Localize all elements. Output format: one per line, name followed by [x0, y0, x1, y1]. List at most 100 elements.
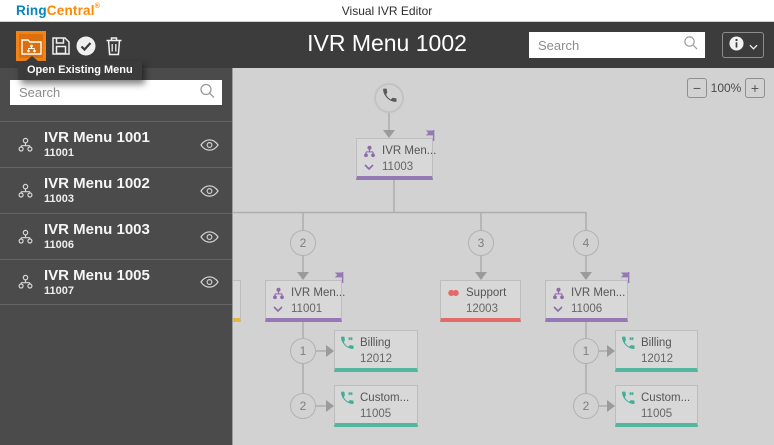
- zoom-in-button[interactable]: +: [745, 78, 765, 98]
- validate-button[interactable]: [74, 34, 98, 58]
- prompt-flag-icon: [333, 271, 344, 284]
- menu-extension: 11006: [44, 239, 74, 251]
- ivr-flow-canvas[interactable]: − 100% + IVR Men... 11003 2 3 4: [232, 68, 774, 445]
- node-label: Billing: [360, 337, 391, 349]
- menu-extension: 11003: [44, 193, 74, 205]
- branch-key-4[interactable]: 4: [573, 230, 599, 256]
- ivr-node-11006[interactable]: IVR Men... 11006: [545, 272, 630, 322]
- logo-central: Central: [46, 3, 95, 18]
- node-extension: 12003: [466, 303, 498, 315]
- folder-sitemap-icon: [20, 38, 42, 55]
- extension-node-billing-left[interactable]: Billing 12012: [334, 330, 418, 372]
- save-button[interactable]: [49, 34, 73, 58]
- extension-node-custom-right[interactable]: Custom... 11005: [615, 385, 698, 427]
- node-extension: 12012: [641, 353, 673, 365]
- ivr-menu-icon: [17, 137, 34, 153]
- call-queue-icon: [446, 289, 460, 297]
- ivr-menu-icon: [362, 145, 376, 158]
- menu-name: IVR Menu 1001: [44, 129, 150, 146]
- preview-eye-icon[interactable]: [200, 230, 219, 243]
- node-label: IVR Men...: [291, 287, 346, 299]
- menu-extension: 11007: [44, 284, 74, 297]
- menu-name: IVR Menu 1003: [44, 221, 150, 238]
- phone-extension-icon: [340, 391, 354, 405]
- subkey-right-2[interactable]: 2: [573, 393, 599, 419]
- node-label: Support: [466, 287, 507, 299]
- node-extension: 11003: [382, 161, 414, 173]
- ringcentral-logo: RingCentral®: [16, 3, 100, 18]
- node-label: Billing: [641, 337, 672, 349]
- prompt-flag-icon: [424, 129, 435, 142]
- menu-name: IVR Menu 1005: [44, 266, 150, 284]
- ivr-menu-icon: [271, 287, 285, 300]
- top-bar: RingCentral® Visual IVR Editor: [0, 0, 774, 22]
- prompt-flag-icon: [619, 271, 630, 284]
- chevron-down-icon: [748, 38, 758, 53]
- zoom-out-button[interactable]: −: [687, 78, 707, 98]
- subkey-right-1[interactable]: 1: [573, 338, 599, 364]
- extension-node-custom-left[interactable]: Custom... 11005: [334, 385, 418, 427]
- preview-eye-icon[interactable]: [200, 184, 219, 197]
- node-label: Custom...: [360, 392, 410, 404]
- search-icon: [199, 82, 215, 103]
- save-icon: [51, 36, 71, 56]
- node-extension: 11006: [571, 303, 603, 315]
- phone-extension-icon: [340, 336, 354, 350]
- node-extension: 11001: [291, 303, 323, 315]
- call-entry-point[interactable]: [374, 83, 404, 113]
- flow-connectors: [233, 113, 615, 412]
- logo-ring: Ring: [16, 3, 47, 18]
- trash-icon: [105, 36, 123, 56]
- ivr-menu-icon: [17, 183, 34, 199]
- node-extension: 12012: [360, 353, 392, 365]
- node-label: IVR Men...: [571, 287, 626, 299]
- menu-name: IVR Menu 1002: [44, 175, 150, 192]
- node-extension: 11005: [360, 408, 392, 420]
- search-icon: [683, 35, 698, 55]
- check-circle-icon: [75, 35, 97, 57]
- branch-key-2[interactable]: 2: [290, 230, 316, 256]
- open-existing-menu-tooltip: Open Existing Menu: [18, 56, 142, 80]
- chevron-down-icon[interactable]: [551, 306, 565, 312]
- ivr-node-clipped[interactable]: [233, 280, 241, 322]
- node-extension: 11005: [641, 408, 673, 420]
- sidebar-search-input[interactable]: [10, 80, 222, 105]
- chevron-down-icon[interactable]: [271, 306, 285, 312]
- open-existing-menu-button[interactable]: [16, 31, 46, 61]
- subkey-left-2[interactable]: 2: [290, 393, 316, 419]
- phone-extension-icon: [621, 391, 635, 405]
- phone-extension-icon: [621, 336, 635, 350]
- editor-toolbar: IVR Menu 1002: [0, 22, 774, 68]
- app-title: Visual IVR Editor: [341, 4, 433, 18]
- ivr-menu-icon: [17, 229, 34, 245]
- info-icon: [728, 36, 744, 54]
- current-menu-title: IVR Menu 1002: [307, 30, 467, 56]
- menu-extension: 11001: [44, 147, 74, 159]
- ivr-menu-icon: [551, 287, 565, 300]
- info-dropdown-button[interactable]: [722, 32, 764, 58]
- phone-icon: [382, 88, 397, 108]
- ivr-node-root[interactable]: IVR Men... 11003: [356, 130, 436, 180]
- chevron-down-icon[interactable]: [362, 164, 376, 170]
- ivr-node-11001[interactable]: IVR Men... 11001: [265, 272, 346, 322]
- delete-button[interactable]: [102, 34, 126, 58]
- sidebar-search-box: [10, 80, 222, 105]
- extension-node-billing-right[interactable]: Billing 12012: [615, 330, 698, 372]
- preview-eye-icon[interactable]: [200, 138, 219, 151]
- canvas-search-box: [529, 32, 705, 58]
- canvas-search-input[interactable]: [529, 32, 705, 58]
- preview-eye-icon[interactable]: [200, 276, 219, 288]
- branch-key-3[interactable]: 3: [468, 230, 494, 256]
- queue-node-support[interactable]: Support 12003: [440, 280, 521, 322]
- node-label: Custom...: [641, 392, 691, 404]
- zoom-control: − 100% +: [687, 78, 765, 98]
- subkey-left-1[interactable]: 1: [290, 338, 316, 364]
- ivr-menu-icon: [17, 274, 34, 290]
